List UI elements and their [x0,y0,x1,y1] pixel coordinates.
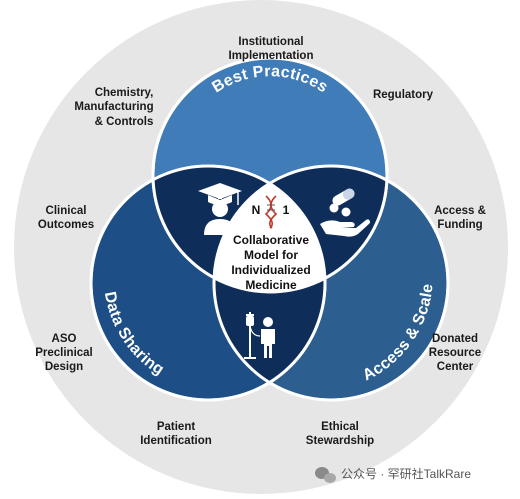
svg-text:Clinical: Clinical [46,205,87,217]
outer-label-ethical-stewardship: Ethical Stewardship [306,421,374,447]
hand-with-pills-icon [320,188,370,237]
svg-text:Donated: Donated [432,333,478,345]
svg-text:Center: Center [437,361,474,373]
svg-text:Identification: Identification [140,435,212,447]
svg-text:Chemistry,: Chemistry, [95,87,154,99]
svg-text:& Controls: & Controls [95,116,154,128]
outer-label-aso-preclinical-design: ASO Preclinical Design [35,333,93,373]
svg-text:Patient: Patient [157,421,196,433]
svg-text:Medicine: Medicine [245,278,297,292]
svg-text:Stewardship: Stewardship [306,435,374,447]
graduate-icon [198,183,242,235]
svg-text:Institutional: Institutional [238,36,303,48]
n-of-1-logo: N 1 [252,195,290,229]
outer-label-regulatory: Regulatory [373,89,434,101]
outer-label-patient-identification: Patient Identification [140,421,212,447]
outer-label-cmc: Chemistry, Manufacturing & Controls [74,87,153,128]
dna-icon [264,195,278,229]
outer-label-clinical-outcomes: Clinical Outcomes [38,205,94,231]
center-title: Collaborative Model for Individualized M… [231,233,310,292]
svg-text:Manufacturing: Manufacturing [74,101,153,113]
watermark: 公众号 · 罕研社TalkRare [315,466,471,483]
svg-text:Design: Design [45,361,83,373]
svg-text:Model for: Model for [244,248,298,262]
outer-label-access-funding: Access & Funding [434,205,486,231]
svg-text:1: 1 [283,203,290,217]
patient-with-iv-icon [244,312,275,359]
svg-text:Regulatory: Regulatory [373,89,434,101]
svg-text:Access &: Access & [434,205,486,217]
svg-text:Funding: Funding [437,219,482,231]
svg-text:Ethical: Ethical [321,421,359,433]
svg-text:Individualized: Individualized [231,263,310,277]
outer-label-institutional-implementation: Institutional Implementation [229,36,314,62]
svg-text:公众号 · 罕研社TalkRare: 公众号 · 罕研社TalkRare [341,466,471,481]
wechat-icon [315,467,336,483]
outer-label-donated-resource-center: Donated Resource Center [429,333,481,373]
svg-text:Collaborative: Collaborative [233,233,309,247]
svg-text:N: N [252,203,261,217]
svg-text:Preclinical: Preclinical [35,347,93,359]
svg-text:Resource: Resource [429,347,481,359]
svg-text:Outcomes: Outcomes [38,219,94,231]
svg-text:Implementation: Implementation [229,50,314,62]
svg-text:ASO: ASO [52,333,77,345]
circle-outlines [89,56,450,402]
